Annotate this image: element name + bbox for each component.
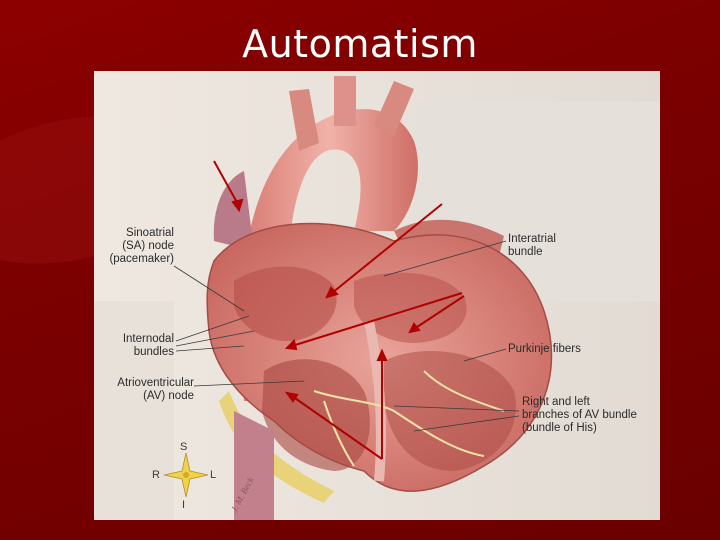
interatrial-label-line: Interatrial — [508, 233, 556, 245]
his-bundle-label-line: (bundle of His) — [522, 422, 597, 434]
his-bundle-label: Right and left branches of AV bundle (bu… — [522, 396, 637, 435]
his-bundle-label-line: Right and left — [522, 396, 590, 408]
interatrial-label-line: bundle — [508, 246, 543, 258]
slide-title: Automatism — [242, 22, 478, 66]
heart-drawing — [94, 71, 660, 520]
his-bundle-label-line: branches of AV bundle — [522, 409, 637, 421]
compass-south-label: I — [182, 499, 186, 511]
internodal-label-line: bundles — [133, 346, 174, 358]
av-node-label-line: (AV) node — [143, 390, 194, 402]
compass-north-label: S — [180, 441, 188, 453]
internodal-label-line: Internodal — [122, 333, 174, 345]
sa-node-label-line: (pacemaker) — [109, 253, 174, 265]
internodal-label: Internodal bundles — [94, 333, 174, 359]
sa-node-label-line: (SA) node — [122, 240, 174, 252]
av-node-label: Atrioventricular (AV) node — [94, 377, 194, 403]
compass-rose — [163, 452, 209, 498]
purkinje-label-line: Purkinje fibers — [508, 343, 581, 355]
interatrial-label: Interatrial bundle — [508, 233, 556, 259]
av-node-label-line: Atrioventricular — [117, 377, 194, 389]
purkinje-label: Purkinje fibers — [508, 343, 581, 356]
sa-node-label: Sinoatrial (SA) node (pacemaker) — [94, 227, 174, 266]
sa-node-label-line: Sinoatrial — [126, 227, 174, 239]
heart-illustration: Sinoatrial (SA) node (pacemaker) Interno… — [94, 71, 660, 520]
compass-east-label: L — [210, 469, 217, 481]
compass-west-label: R — [152, 469, 160, 481]
